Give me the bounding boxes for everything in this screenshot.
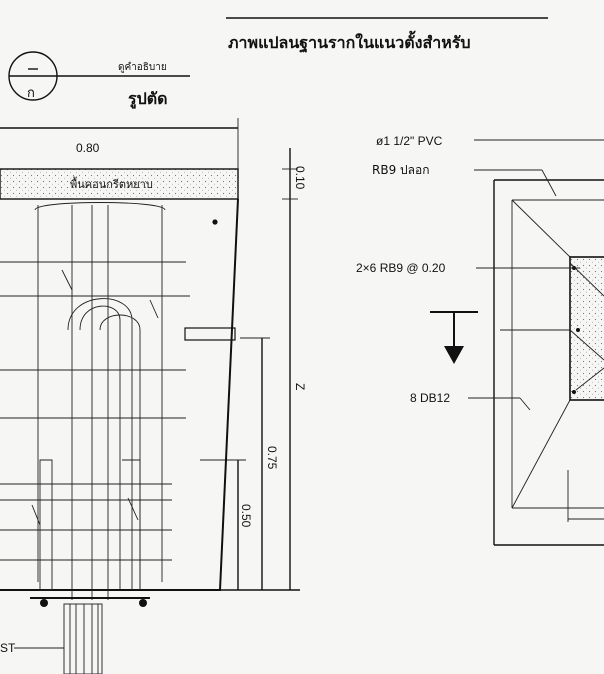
dimension-chain-right: 0.10 Z 0.75 0.50 — [0, 148, 307, 591]
lean-concrete-slab: พื้นคอนกรีตหยาบ — [0, 168, 239, 200]
slab-label: พื้นคอนกรีตหยาบ — [70, 176, 153, 191]
scale-note: ดูคำอธิบาย — [118, 62, 167, 73]
callout-tie: 2×6 RB9 @ 0.20 — [356, 261, 446, 275]
dim-h2: 0.50 — [239, 504, 253, 528]
plan-view: ø1 1/2" PVC RB9 ปลอก 2×6 RB9 @ 0.20 8 DB… — [356, 134, 604, 546]
dim-h1: 0.75 — [265, 446, 279, 470]
drawing-title: ภาพแปลนฐานรากในแนวตั้งสำหรับ — [228, 30, 471, 53]
pile-label: ST — [0, 641, 16, 655]
section-label: รูปตัด — [128, 89, 168, 110]
callout-main: 8 DB12 — [410, 391, 450, 405]
callout-stirrup: RB9 ปลอก — [372, 163, 429, 177]
section-mark: ก รูปตัด ดูคำอธิบาย — [8, 51, 190, 110]
section-mark-letter: ก — [27, 86, 35, 101]
footing-section: ST — [0, 198, 239, 674]
dim-depth: Z — [293, 383, 307, 390]
callout-pvc: ø1 1/2" PVC — [376, 134, 443, 148]
dimension-top-width: 0.80 — [0, 118, 239, 170]
dim-slab-thickness: 0.10 — [293, 166, 307, 190]
dim-top-width: 0.80 — [76, 141, 100, 155]
